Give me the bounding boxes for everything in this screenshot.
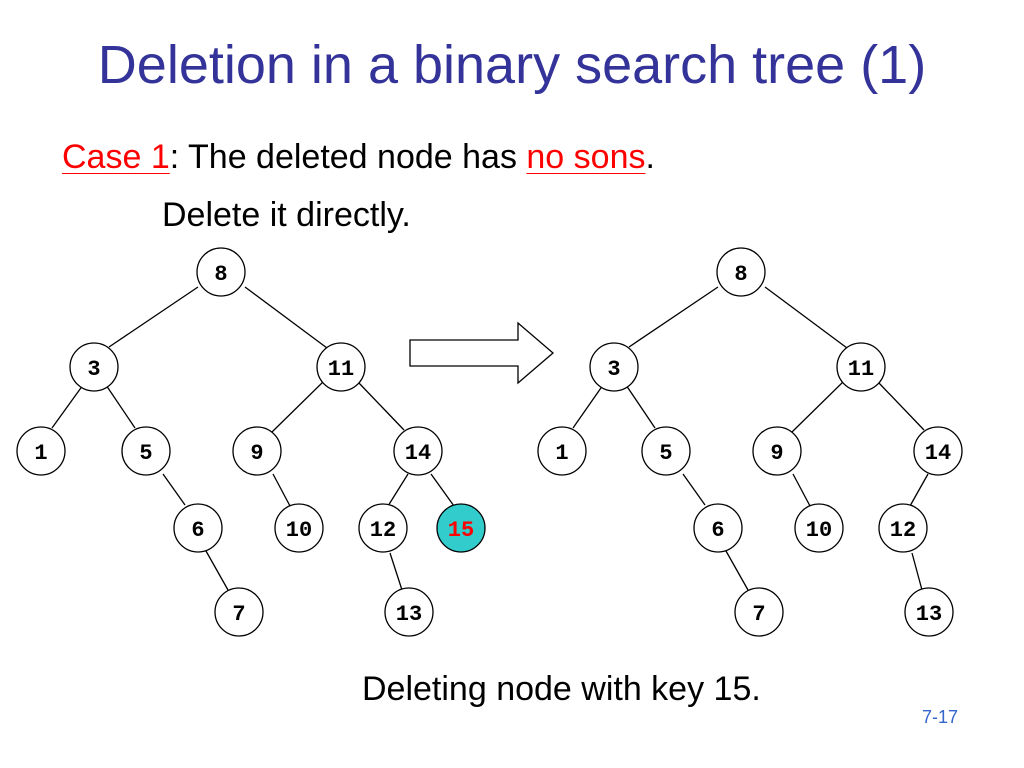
svg-text:13: 13 <box>396 602 422 627</box>
tree-node: 10 <box>274 503 324 553</box>
case-text: : The deleted node has <box>169 138 527 176</box>
tree-node: 5 <box>121 426 171 476</box>
edge-9-10 <box>792 473 811 507</box>
tree-node: 5 <box>641 426 691 476</box>
edge-14-15 <box>430 473 455 507</box>
svg-text:5: 5 <box>139 441 152 466</box>
svg-text:14: 14 <box>405 441 431 466</box>
svg-text:11: 11 <box>848 357 874 382</box>
svg-text:1: 1 <box>34 441 47 466</box>
case-condition: no sons <box>526 138 646 176</box>
svg-text:15: 15 <box>448 518 474 543</box>
svg-text:10: 10 <box>286 518 312 543</box>
svg-text:5: 5 <box>659 441 672 466</box>
svg-text:7: 7 <box>752 602 765 627</box>
before-tree-nodes: 8 3 11 1 5 9 1 <box>16 247 486 637</box>
edge-6-7 <box>205 550 229 591</box>
edge-11-9 <box>791 379 846 433</box>
tree-node: 9 <box>752 426 802 476</box>
svg-text:6: 6 <box>191 518 204 543</box>
tree-node: 13 <box>384 587 434 637</box>
tree-node: 6 <box>693 503 743 553</box>
svg-text:12: 12 <box>370 518 396 543</box>
edge-3-1 <box>572 384 604 429</box>
tree-node: 14 <box>393 426 443 476</box>
tree-node: 8 <box>716 247 766 297</box>
edge-14-12 <box>387 473 409 507</box>
svg-text:13: 13 <box>916 602 942 627</box>
edge-14-12 <box>909 473 929 507</box>
tree-node: 3 <box>69 342 119 392</box>
svg-text:9: 9 <box>250 441 263 466</box>
tree-node: 14 <box>913 426 963 476</box>
edge-3-1 <box>51 384 84 429</box>
slide-number: 7-17 <box>922 707 959 727</box>
edge-11-9 <box>271 379 326 433</box>
caption: Deleting node with key 15. <box>362 670 761 708</box>
edge-8-3 <box>108 286 199 348</box>
edge-6-7 <box>725 550 749 591</box>
edge-8-3 <box>628 286 719 348</box>
case-line: Case 1: The deleted node has no sons. <box>62 138 655 177</box>
edge-11-14 <box>357 381 405 431</box>
tree-node-deleted: 15 <box>436 503 486 553</box>
tree-node: 8 <box>196 247 246 297</box>
tree-node: 7 <box>734 587 784 637</box>
case-period: . <box>645 138 655 176</box>
edge-5-6 <box>162 473 186 506</box>
svg-text:6: 6 <box>711 518 724 543</box>
tree-node: 1 <box>16 426 66 476</box>
edge-9-10 <box>272 473 291 507</box>
svg-text:12: 12 <box>890 518 916 543</box>
tree-node: 7 <box>214 587 264 637</box>
svg-text:8: 8 <box>734 262 747 287</box>
edge-5-6 <box>682 473 706 506</box>
right-arrow-icon <box>409 321 554 385</box>
instruction-text: Delete it directly. <box>162 196 411 234</box>
svg-text:11: 11 <box>328 357 354 382</box>
svg-text:7: 7 <box>232 602 245 627</box>
tree-node: 11 <box>836 342 886 392</box>
edge-8-11 <box>244 286 328 349</box>
svg-text:9: 9 <box>770 441 783 466</box>
tree-node: 11 <box>316 342 366 392</box>
edge-3-5 <box>105 384 136 429</box>
page-title: Deletion in a binary search tree (1) <box>97 35 927 95</box>
tree-node: 10 <box>794 503 844 553</box>
svg-text:1: 1 <box>555 441 568 466</box>
edge-11-14 <box>877 381 925 431</box>
svg-text:3: 3 <box>87 357 100 382</box>
edge-12-13 <box>389 552 403 591</box>
edge-3-5 <box>625 384 656 429</box>
tree-node: 3 <box>589 342 639 392</box>
svg-text:8: 8 <box>214 262 227 287</box>
tree-node: 12 <box>878 503 928 553</box>
tree-node: 6 <box>173 503 223 553</box>
edge-8-11 <box>764 286 848 349</box>
after-tree-edges <box>572 286 929 591</box>
before-tree-edges <box>51 286 455 591</box>
case-label: Case 1 <box>62 138 170 176</box>
after-tree-nodes: 8 3 11 1 5 9 1 <box>537 247 963 637</box>
svg-text:14: 14 <box>925 441 951 466</box>
tree-node: 12 <box>358 503 408 553</box>
tree-node: 13 <box>904 587 954 637</box>
tree-node: 9 <box>232 426 282 476</box>
edge-12-13 <box>911 552 923 591</box>
tree-node: 1 <box>537 426 587 476</box>
svg-text:3: 3 <box>607 357 620 382</box>
svg-text:10: 10 <box>806 518 832 543</box>
